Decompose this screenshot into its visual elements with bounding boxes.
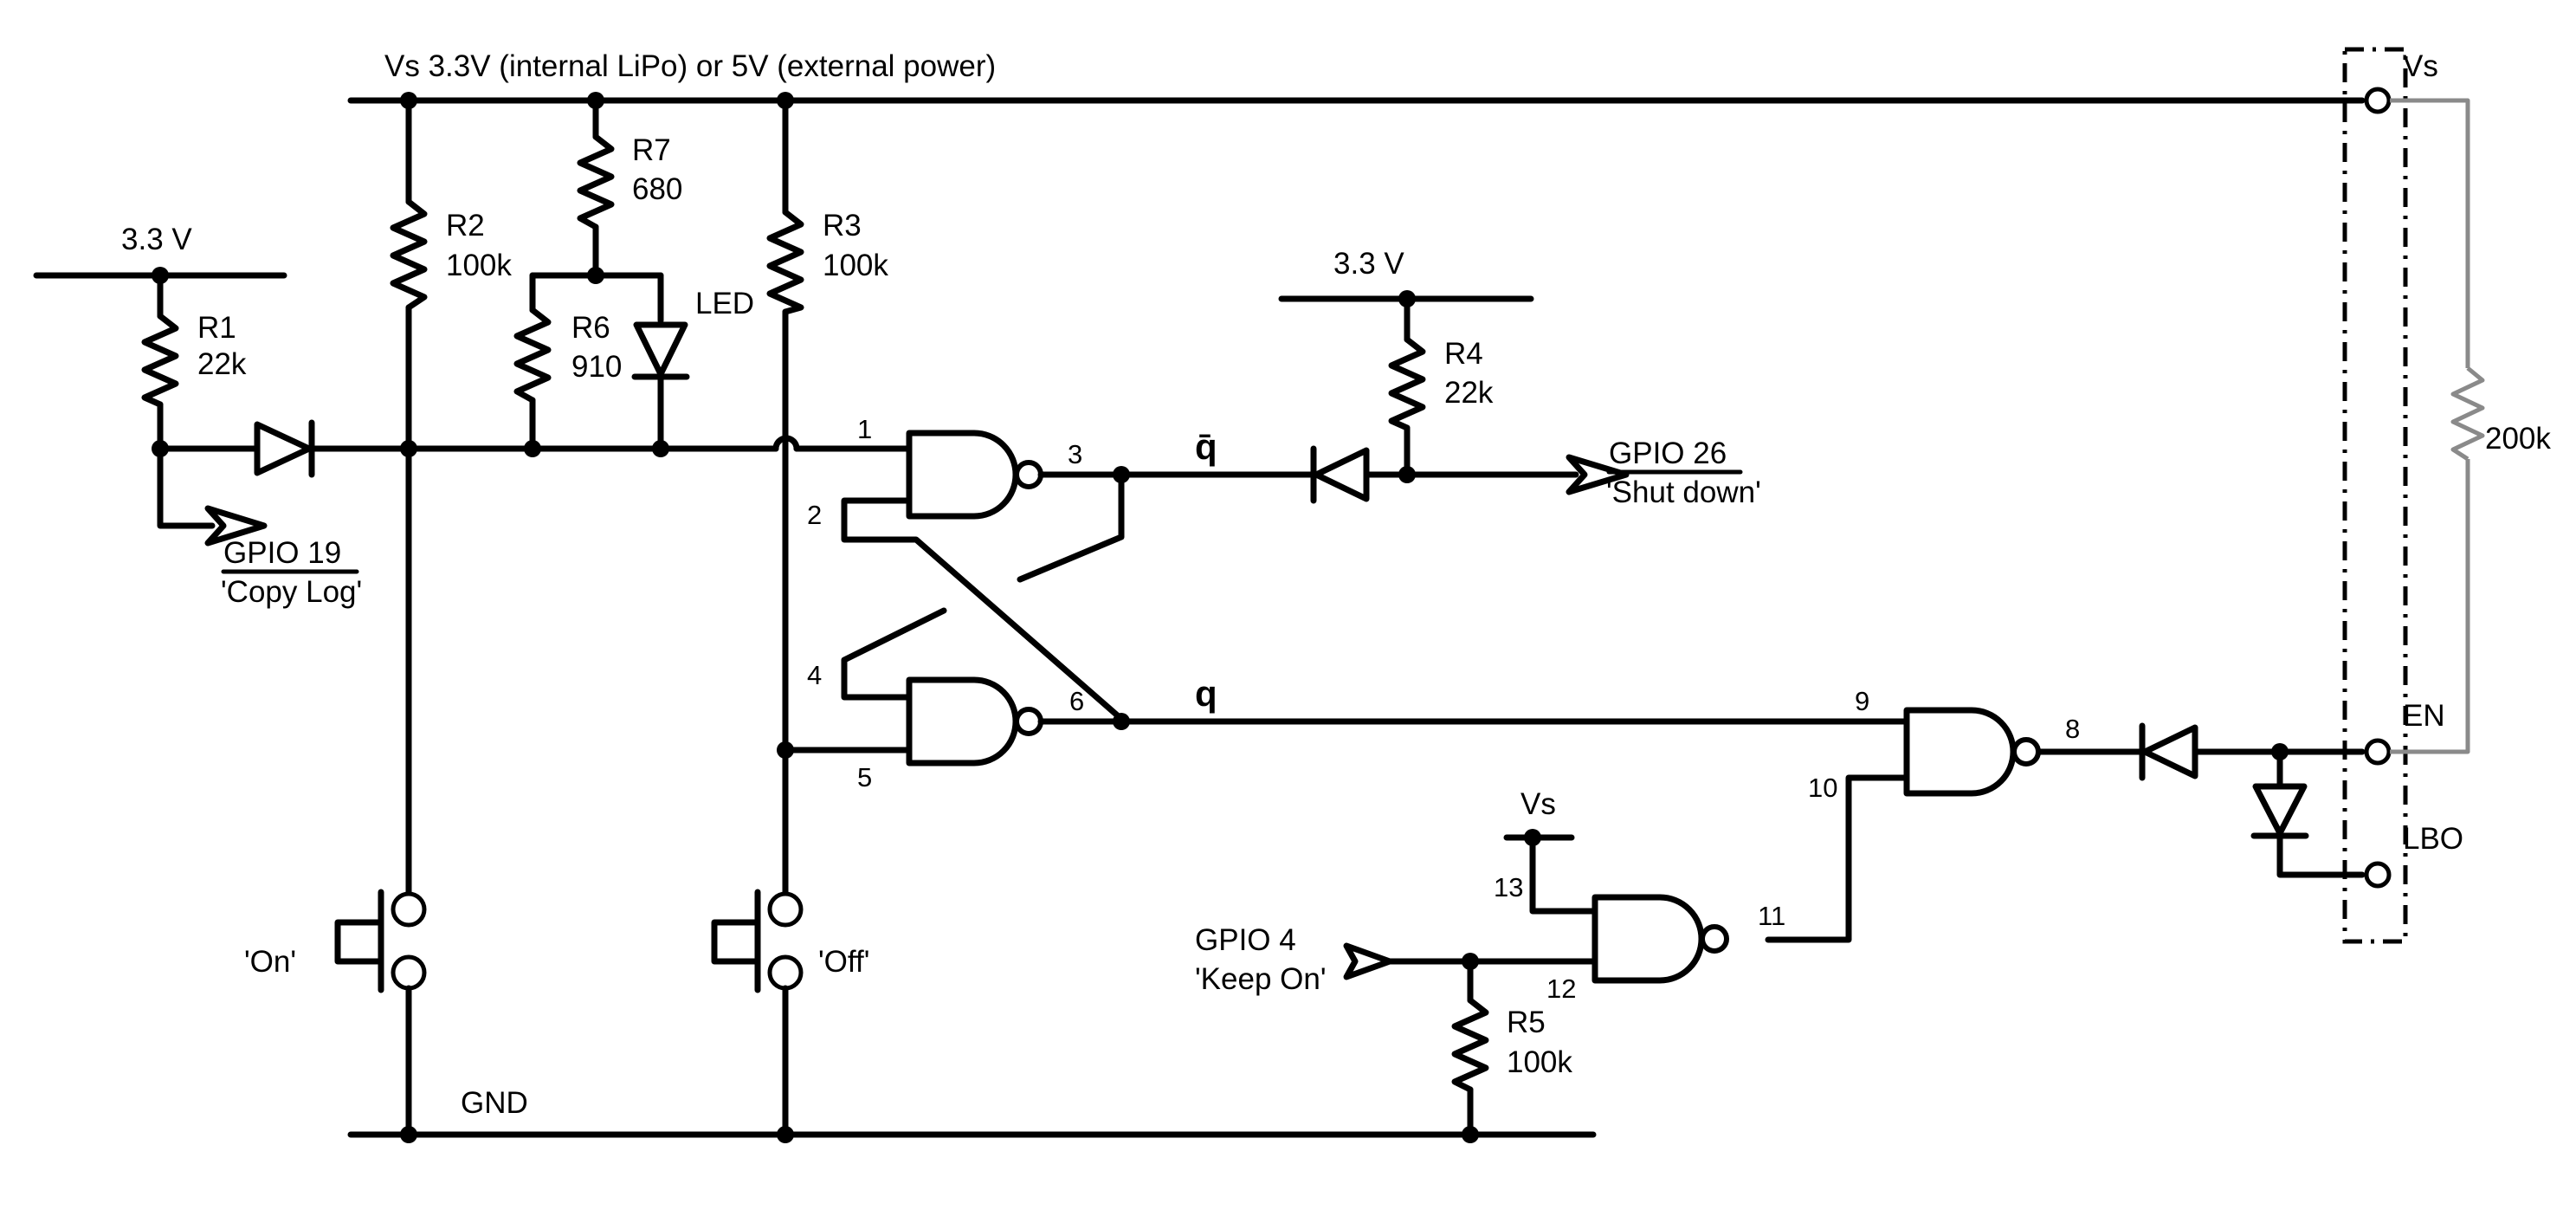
r1-name: R1 — [197, 311, 236, 345]
nand-gate-2 — [906, 676, 1043, 767]
gpio26-name: GPIO 26 — [1609, 437, 1727, 470]
r7-name: R7 — [632, 133, 671, 167]
nand-gate-1 — [906, 430, 1043, 520]
gate3-input10-wire — [1765, 774, 1910, 943]
connector-box — [2342, 47, 2408, 944]
diode-d2 — [1310, 445, 1370, 504]
resistor-r2 — [390, 198, 428, 311]
vs-small-label: Vs — [1520, 787, 1556, 821]
pin-13: 13 — [1494, 872, 1523, 902]
pin-9: 9 — [1855, 686, 1869, 716]
connector-lbo-label: LBO — [2403, 822, 2463, 856]
r3-name: R3 — [823, 209, 862, 243]
pin-6: 6 — [1069, 686, 1084, 716]
vs-rail-label: Vs 3.3V (internal LiPo) or 5V (external … — [384, 49, 996, 83]
en-pullup-200k — [2390, 98, 2485, 754]
right-3v3-label: 3.3 V — [1333, 247, 1404, 281]
qbar-label: q̄ — [1195, 426, 1217, 467]
resistor-r3 — [766, 209, 804, 315]
off-switch — [711, 873, 804, 1138]
resistor-r5 — [1451, 958, 1489, 1138]
pin-3: 3 — [1068, 439, 1082, 469]
gpio19-output-wire — [157, 445, 268, 547]
led-label: LED — [695, 287, 754, 320]
diode-d3 — [2139, 722, 2198, 781]
r3-value: 100k — [823, 249, 888, 282]
r5-value: 100k — [1507, 1045, 1572, 1079]
r2-value: 100k — [446, 249, 512, 282]
gpio26-arrow — [1566, 454, 1630, 495]
pin-11: 11 — [1758, 901, 1785, 931]
q-label: q — [1195, 673, 1217, 714]
connector-en-label: EN — [2403, 699, 2445, 733]
off-switch-label: 'Off' — [818, 945, 869, 979]
r7-value: 680 — [632, 172, 682, 206]
diode-d1 — [254, 419, 315, 478]
led-diode — [631, 321, 690, 380]
gnd-label: GND — [461, 1086, 528, 1120]
r6-value: 910 — [571, 350, 622, 384]
r-en-value: 200k — [2485, 422, 2551, 456]
junction-dots — [152, 92, 2289, 1143]
pin-2: 2 — [807, 500, 822, 530]
nand-gate-3 — [1903, 707, 2041, 797]
flip-flop-crosscouple — [841, 471, 1125, 725]
pin-5: 5 — [857, 762, 872, 792]
resistor-r7 — [577, 133, 615, 230]
gpio19-name: GPIO 19 — [223, 536, 341, 570]
r6-name: R6 — [571, 311, 610, 345]
pin-12: 12 — [1546, 973, 1576, 1004]
pin-1: 1 — [857, 414, 872, 444]
on-switch-label: 'On' — [244, 945, 296, 979]
gpio26-desc: 'Shut down' — [1606, 475, 1761, 509]
resistor-r4 — [1388, 295, 1426, 478]
r5-name: R5 — [1507, 1006, 1546, 1039]
gpio19-desc: 'Copy Log' — [221, 575, 362, 609]
nand-gate-4 — [1591, 894, 1729, 984]
connector-vs-label: Vs — [2403, 49, 2438, 83]
gpio4-input-wire — [1343, 942, 1598, 980]
connector-terminals — [2364, 87, 2392, 889]
r2-name: R2 — [446, 209, 485, 243]
r1-value: 22k — [197, 347, 247, 381]
gpio4-name: GPIO 4 — [1195, 923, 1296, 957]
gpio4-desc: 'Keep On' — [1195, 962, 1327, 996]
pin-4: 4 — [807, 660, 822, 690]
r4-value: 22k — [1444, 376, 1494, 410]
r4-name: R4 — [1444, 337, 1483, 371]
on-switch — [334, 873, 427, 1138]
pin-8: 8 — [2065, 714, 2080, 744]
resistor-r1 — [141, 272, 179, 452]
left-3v3-label: 3.3 V — [121, 223, 192, 256]
pin-10: 10 — [1808, 773, 1837, 803]
